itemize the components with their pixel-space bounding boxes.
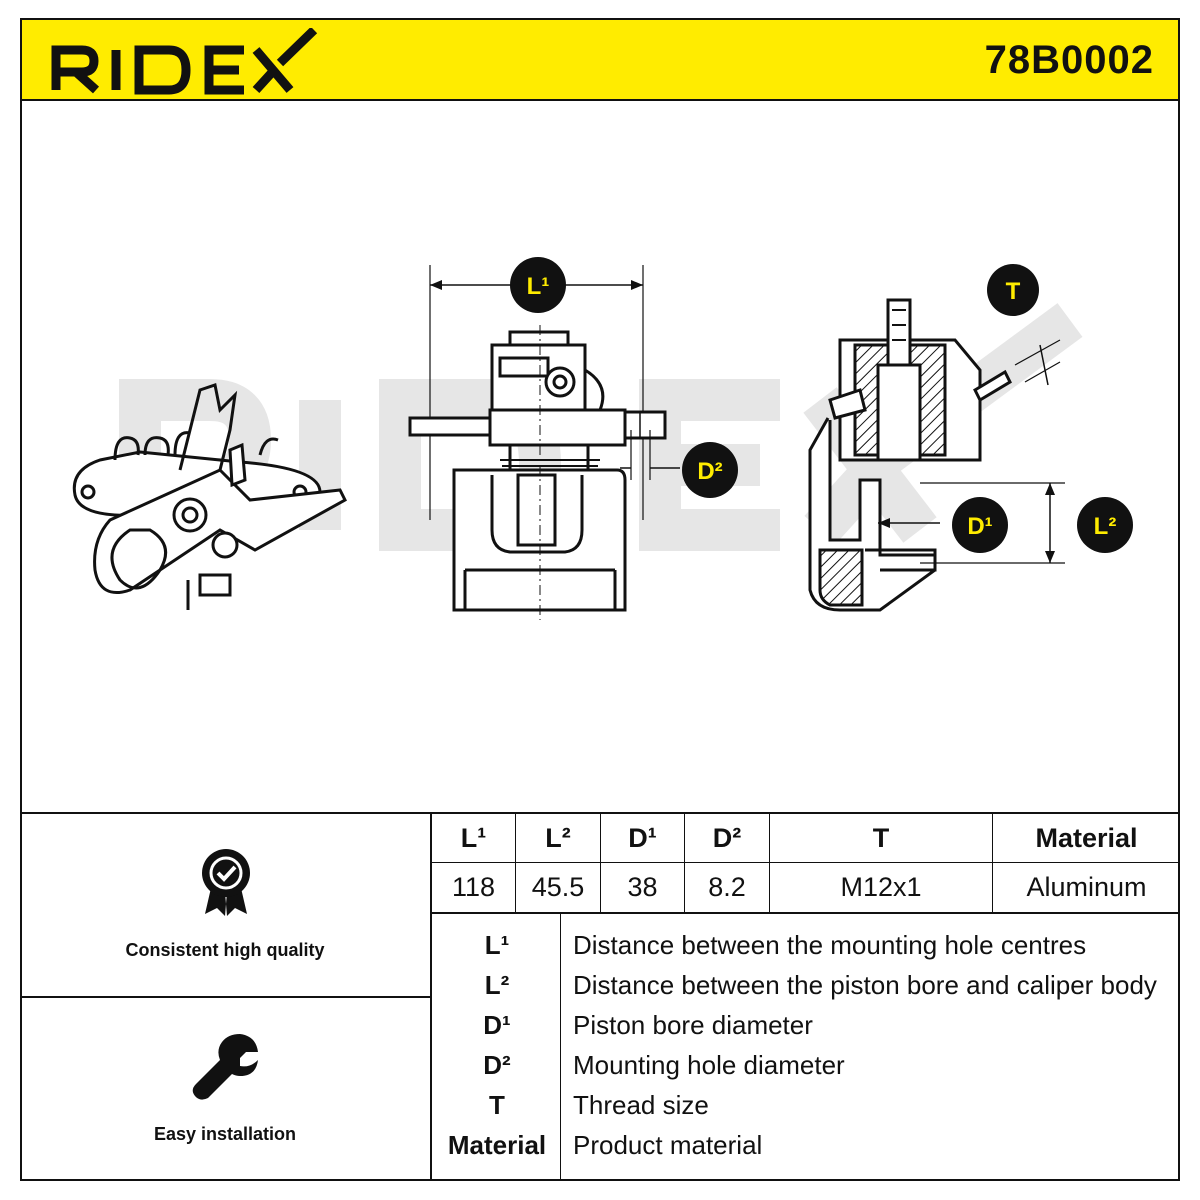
part-number: 78B0002 — [984, 38, 1154, 82]
table-header: L¹ — [460, 822, 487, 853]
feature-label: Easy installation — [153, 1124, 297, 1144]
badge-l2: L² — [1077, 497, 1133, 553]
caliper-front-view — [408, 265, 680, 620]
badge-t: T — [987, 264, 1039, 316]
table-border — [430, 862, 1180, 863]
table-header: D¹ — [628, 822, 657, 853]
technical-drawing: L¹ D² T D¹ L² — [72, 257, 1133, 620]
legend-symbol: D² — [483, 1050, 511, 1080]
legend-symbol: Material — [447, 1130, 547, 1160]
legend-symbol: D¹ — [483, 1010, 511, 1040]
table-cell: 118 — [451, 872, 496, 902]
legend-symbol: L¹ — [484, 930, 510, 960]
svg-text:D²: D² — [697, 458, 722, 485]
legend-symbol: T — [489, 1090, 505, 1120]
header-bar: 78B0002 — [20, 18, 1180, 101]
legend-divider — [560, 914, 561, 1180]
table-border — [769, 812, 770, 912]
legend-description: Mounting hole diameter — [573, 1050, 845, 1080]
badge-d2: D² — [682, 442, 738, 498]
table-header: Material — [1035, 822, 1138, 853]
wrench-icon — [192, 1034, 258, 1100]
table-cell: 8.2 — [708, 872, 746, 902]
table-border — [600, 812, 601, 912]
table-header: D² — [712, 822, 742, 853]
legend-description: Distance between the mounting hole centr… — [573, 930, 1087, 960]
table-border — [992, 812, 993, 912]
svg-text:L¹: L¹ — [527, 273, 550, 300]
legend-description: Product material — [573, 1130, 763, 1160]
table-cell: 38 — [627, 872, 658, 902]
legend-description: Thread size — [573, 1090, 709, 1120]
table-border — [684, 812, 685, 912]
badge-d1: D¹ — [952, 497, 1008, 553]
quality-badge-icon — [202, 849, 250, 916]
table-cell: M12x1 — [840, 872, 922, 902]
svg-text:D¹: D¹ — [967, 513, 992, 540]
divider — [20, 996, 432, 998]
table-cell: 45.5 — [531, 872, 585, 902]
legend-description: Distance between the piston bore and cal… — [573, 970, 1157, 1000]
table-header: T — [872, 822, 890, 853]
svg-text:T: T — [1006, 278, 1021, 305]
table-border — [430, 912, 1180, 914]
badge-l1: L¹ — [510, 257, 566, 313]
feature-label: Consistent high quality — [125, 940, 325, 960]
ridex-logo — [51, 28, 318, 95]
legend-description: Piston bore diameter — [573, 1010, 813, 1040]
table-cell: Aluminum — [1026, 872, 1147, 902]
legend-symbol: L² — [484, 970, 510, 1000]
caliper-side-view — [72, 383, 347, 610]
caliper-section-view — [808, 298, 1065, 612]
table-header: L² — [545, 822, 571, 853]
table-border — [515, 812, 516, 912]
svg-text:L²: L² — [1094, 513, 1117, 540]
